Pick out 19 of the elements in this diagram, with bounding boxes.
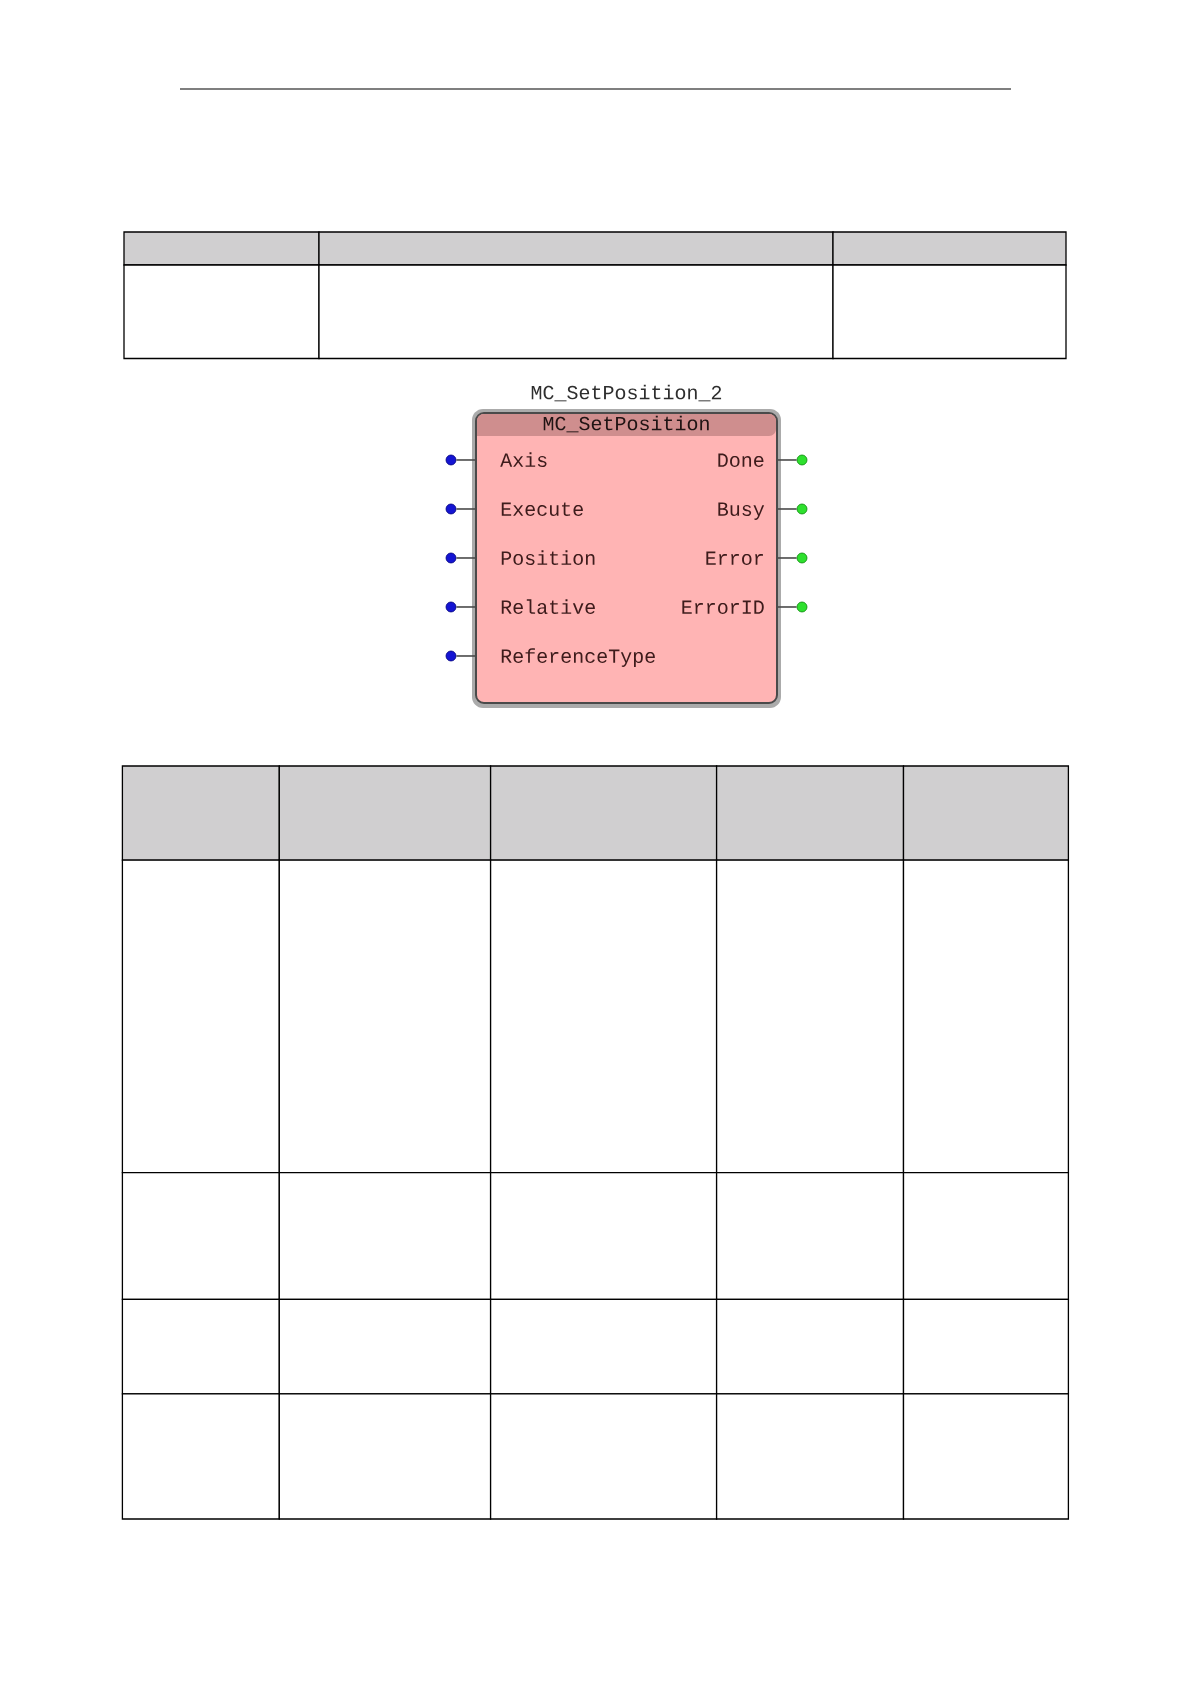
pin-line xyxy=(777,508,798,510)
pin-line xyxy=(777,606,798,608)
pin-line xyxy=(777,459,798,461)
pin-line xyxy=(455,655,476,657)
pin-line xyxy=(455,459,476,461)
pin-line xyxy=(777,557,798,559)
pin-name: Relative xyxy=(501,599,595,614)
pin-name: ErrorID xyxy=(682,600,764,614)
pin-name: Position xyxy=(501,550,595,565)
pin-line xyxy=(455,606,476,608)
pin-name: Busy xyxy=(718,502,765,520)
instance-name: MC_SetPosition_2 xyxy=(531,384,722,402)
pin-name: ReferenceType xyxy=(501,648,655,667)
pin-name: Axis xyxy=(500,452,547,467)
pin-name: Error xyxy=(706,551,763,565)
pin-name: Execute xyxy=(501,502,583,516)
pin-name: Done xyxy=(718,453,764,467)
pin-line xyxy=(455,508,476,510)
pin-line xyxy=(455,557,476,559)
